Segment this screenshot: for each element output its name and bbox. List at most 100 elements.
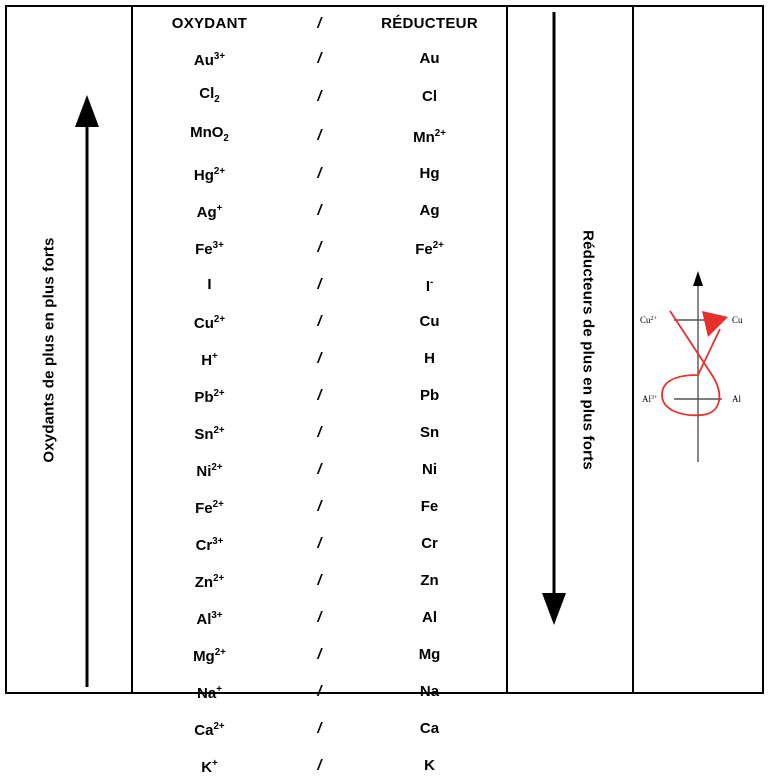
table-row: Fe2+/Fe (133, 488, 506, 525)
cell-oxidant: Al3+ (133, 599, 286, 636)
gamma-rule-svg: Cu2+ Cu Al3+ Al (640, 271, 743, 462)
cell-oxidant: Fe2+ (133, 488, 286, 525)
formula-subscript: 2 (214, 94, 220, 105)
species-formula: Na (419, 683, 440, 700)
species-formula: MnO2 (190, 124, 229, 144)
formula-superscript: 3+ (211, 610, 223, 621)
reducers-strength-panel: Réducteurs de plus en plus forts (508, 7, 634, 692)
table-row: Ag+ / Ag (133, 192, 506, 229)
cell-separator: / (317, 646, 322, 663)
table-header: OXYDANT / RÉDUCTEUR (133, 7, 506, 40)
cell-reducer: K (353, 747, 506, 784)
cell-separator: / (317, 313, 322, 330)
cell-reducer: Fe2+ (353, 229, 506, 266)
species-formula: H (424, 350, 435, 367)
gamma-label-cu-ion: Cu2+ (640, 315, 658, 325)
cell-separator: / (317, 461, 322, 478)
table-row: K+/K (133, 747, 506, 784)
cell-oxidant: Cu2+ (133, 303, 286, 340)
species-formula: Au3+ (193, 51, 226, 69)
table-row: Ca2+/Ca (133, 710, 506, 747)
column-header-oxidant: OXYDANT (171, 15, 248, 32)
cell-oxidant: Au3+ (133, 40, 286, 77)
gamma-arrowhead-icon (702, 311, 728, 337)
table-row: Hg2+/Hg (133, 155, 506, 192)
species-formula: Zn2+ (194, 573, 225, 591)
cell-oxidant: Ni2+ (133, 451, 286, 488)
formula-superscript: 3+ (212, 536, 224, 547)
formula-superscript: 2+ (213, 388, 225, 399)
table-row: Ni2+/Ni (133, 451, 506, 488)
column-header-separator: / (317, 15, 322, 32)
formula-superscript: 2+ (213, 721, 225, 732)
species-formula: Mg2+ (193, 647, 226, 665)
table-row: MnO2/Mn2+ (133, 116, 506, 155)
species-formula: Na+ (197, 684, 222, 702)
formula-superscript: 2+ (213, 573, 225, 584)
cell-oxidant: Sn2+ (133, 414, 286, 451)
species-formula: K (424, 757, 435, 774)
gamma-label-al-ion: Al3+ (642, 394, 658, 404)
cell-reducer: Hg (353, 155, 506, 192)
formula-superscript: 2+ (211, 462, 223, 473)
table-row: Cr3+ / Cr (133, 525, 506, 562)
cell-separator: / (317, 276, 322, 293)
species-formula: Mn2+ (413, 128, 446, 146)
cell-reducer: Fe (353, 488, 506, 525)
oxidants-strength-panel: Oxydants de plus en plus forts (7, 7, 133, 692)
cell-oxidant: Hg2+ (133, 155, 286, 192)
cell-separator: / (317, 535, 322, 552)
cell-reducer: Cl (353, 77, 506, 116)
cell-oxidant: Cl2 (133, 77, 286, 116)
species-formula: Pb (419, 387, 440, 404)
table-row: Sn2+/Sn (133, 414, 506, 451)
table-row: Al3+/Al (133, 599, 506, 636)
formula-superscript: + (212, 351, 218, 362)
formula-superscript: 2+ (213, 425, 225, 436)
cell-reducer: Mn2+ (353, 116, 506, 155)
cell-oxidant: Na+ (133, 673, 286, 710)
potential-axis-icon (693, 271, 703, 462)
species-formula: Fe2+ (415, 240, 444, 258)
figure-frame: Oxydants de plus en plus forts OXYDANT /… (5, 5, 764, 776)
table-row: Cu2+/Cu (133, 303, 506, 340)
cell-separator: / (317, 202, 322, 219)
formula-superscript: 2+ (213, 166, 226, 177)
cell-oxidant: Ag+ (133, 192, 286, 229)
table-row: I/I- (133, 266, 506, 303)
species-formula: I- (425, 277, 434, 295)
gamma-rule-diagram: Cu2+ Cu Al3+ Al (634, 7, 762, 692)
formula-subscript: 2 (223, 133, 229, 144)
species-formula: Sn (419, 424, 440, 441)
cell-separator: / (317, 683, 322, 700)
cell-oxidant: Fe3+ (133, 229, 286, 266)
cell-reducer: Mg (353, 636, 506, 673)
gamma-label-al-metal: Al (732, 394, 741, 404)
cell-oxidant: Mg2+ (133, 636, 286, 673)
formula-superscript: - (429, 277, 434, 288)
table-row: Au3+/Au (133, 40, 506, 77)
cell-reducer: Sn (353, 414, 506, 451)
species-formula: Mg (418, 646, 441, 663)
cell-reducer: Cr (353, 525, 506, 562)
table-row: Fe3+/Fe2+ (133, 229, 506, 266)
cell-oxidant: H+ (133, 340, 286, 377)
arrow-down-icon (542, 12, 566, 625)
formula-superscript: 2+ (213, 314, 226, 325)
table-row: Cl2 / Cl (133, 77, 506, 116)
species-formula: Ag (419, 202, 440, 219)
table-row: Na+ / Na (133, 673, 506, 710)
cell-oxidant: Ca2+ (133, 710, 286, 747)
table-row: Mg2+ / Mg (133, 636, 506, 673)
cell-separator: / (317, 350, 322, 367)
cell-reducer: Al (353, 599, 506, 636)
table-row: H+ / H (133, 340, 506, 377)
table-header-row: OXYDANT / RÉDUCTEUR (133, 7, 506, 40)
cell-oxidant: Cr3+ (133, 525, 286, 562)
cell-reducer: Pb (353, 377, 506, 414)
formula-superscript: 2+ (434, 128, 446, 139)
cell-separator: / (317, 88, 322, 105)
species-formula: Fe (420, 498, 439, 515)
